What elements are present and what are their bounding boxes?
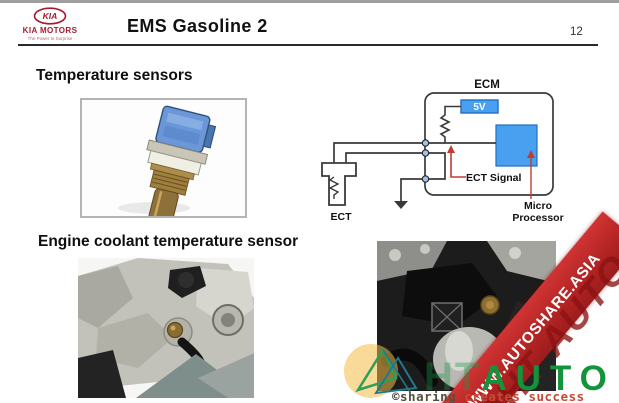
temperature-sensors-heading: Temperature sensors — [36, 67, 193, 84]
caption-lead: sharing — [400, 389, 465, 403]
ground-lead-wire — [400, 178, 426, 201]
dht-auto-green-watermark: HTAUTO — [424, 355, 616, 400]
sensor-signal-wire — [333, 142, 426, 164]
header-divider — [18, 44, 598, 46]
caption-tail: creates success — [464, 389, 585, 403]
micro-arrowhead — [527, 150, 535, 158]
micro-label-line1: Micro — [524, 200, 552, 212]
ect-circuit-diagram: ECM 5V ECT ECT Signal Micro Processor — [321, 79, 564, 224]
kia-tagline: The Power to Surprise — [27, 36, 73, 41]
engine-photo-left — [78, 258, 254, 398]
svg-text:KIA: KIA — [43, 11, 58, 21]
dht-green-auto: AUTO — [481, 359, 616, 398]
ect-signal-arrow — [450, 151, 466, 178]
micro-processor-box — [495, 124, 538, 167]
micro-label-line2: Processor — [512, 212, 563, 224]
ect-label: ECT — [331, 211, 353, 223]
kia-logo-oval-icon: KIA — [33, 7, 67, 25]
ecm-pin-chassis — [421, 175, 430, 183]
ecm-pin-ground — [421, 149, 430, 157]
coolant-sensor-illustration — [118, 105, 217, 225]
ecm-pin-signal — [421, 139, 430, 147]
sensor-ground-wire — [345, 152, 426, 164]
kia-brand-text: KIA MOTORS — [22, 26, 78, 35]
supply-5v-label: 5V — [473, 102, 486, 113]
ect-signal-arrowhead — [447, 145, 455, 153]
ground-loop-wire — [425, 152, 446, 180]
page-title: EMS Gasoline 2 — [127, 16, 268, 36]
engine-coolant-heading: Engine coolant temperature sensor — [38, 233, 299, 250]
coolant-sensor-photo — [80, 98, 247, 225]
ground-icon — [394, 201, 408, 209]
ecm-label: ECM — [474, 79, 500, 91]
ect-signal-label: ECT Signal — [466, 172, 522, 184]
dht-green-prefix: HT — [424, 355, 482, 399]
dht-logo-icon — [344, 344, 418, 398]
caption-copyright: © — [392, 389, 401, 403]
watermark-caption: ©sharing creates success — [392, 389, 585, 403]
kia-logo: KIA KIA MOTORS The Power to Surprise — [22, 7, 78, 41]
pullup-resistor — [439, 105, 461, 143]
page-number: 12 — [570, 26, 583, 38]
ect-thermistor — [328, 176, 340, 199]
